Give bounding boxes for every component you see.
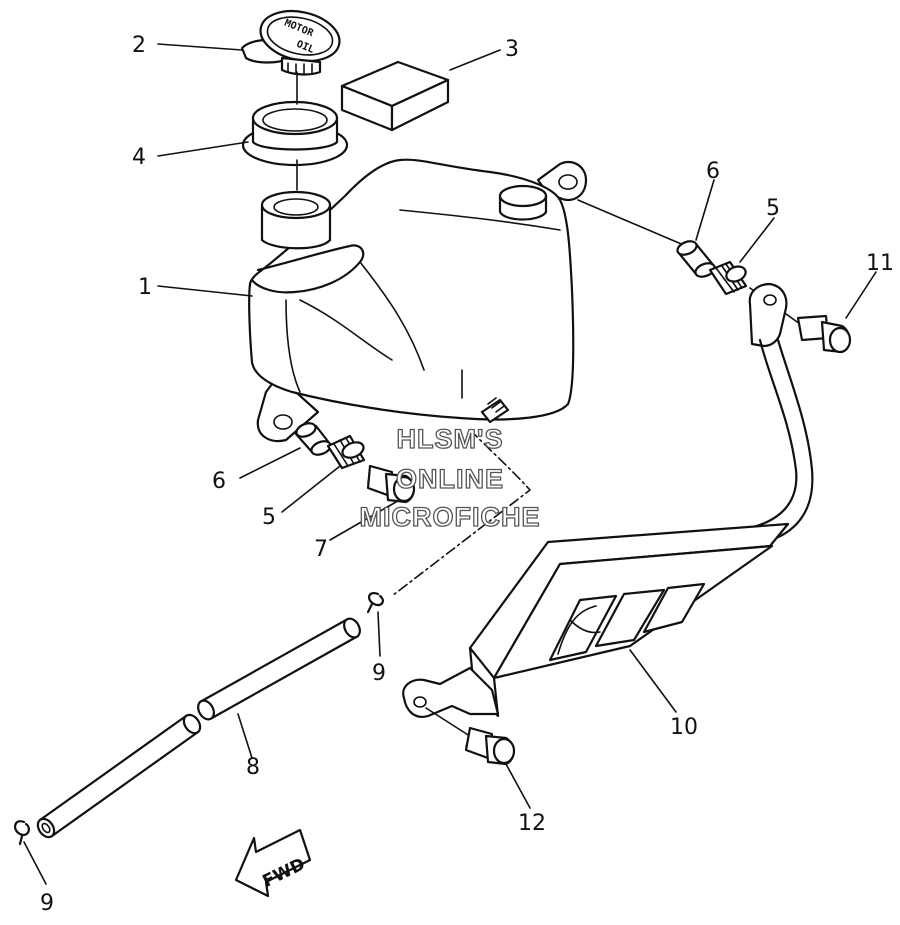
watermark-line-1: HLSM'S bbox=[397, 424, 504, 454]
grommet-right bbox=[708, 260, 748, 296]
callout-11: 11 bbox=[866, 251, 894, 276]
collar-left bbox=[294, 422, 332, 456]
bolt-right-top bbox=[796, 314, 852, 354]
mounting-bracket bbox=[402, 282, 814, 718]
bolt-left-tank bbox=[366, 464, 416, 504]
watermark-line-2: ONLINE bbox=[396, 464, 504, 494]
callout-8: 8 bbox=[246, 755, 260, 780]
callout-9-lower: 9 bbox=[40, 891, 54, 916]
hose-clip-lower bbox=[14, 820, 30, 846]
watermark-line-3: MICROFICHE bbox=[360, 502, 541, 532]
oil-tank-cap: MOTOR OIL bbox=[240, 9, 341, 76]
forward-direction-arrow: FWD bbox=[234, 828, 312, 898]
oil-delivery-hose bbox=[36, 617, 361, 839]
callout-9-upper: 9 bbox=[372, 661, 386, 686]
callout-6-right: 6 bbox=[706, 159, 720, 184]
pad-block bbox=[340, 60, 450, 132]
callout-3: 3 bbox=[505, 37, 519, 62]
bolt-bracket-foot bbox=[464, 726, 516, 766]
callout-5-right: 5 bbox=[766, 196, 780, 221]
assembly-line-hose bbox=[391, 429, 531, 597]
callout-5-left: 5 bbox=[262, 505, 276, 530]
callout-4: 4 bbox=[132, 145, 146, 170]
callout-numbers: 2 3 4 1 6 5 11 6 5 7 9 8 10 12 9 bbox=[40, 33, 894, 916]
hose-clip-upper bbox=[366, 592, 384, 614]
leader-lines bbox=[23, 43, 877, 885]
assembly-line-rear-tab bbox=[577, 199, 687, 247]
callout-12: 12 bbox=[518, 811, 546, 836]
watermark: HLSM'S ONLINE MICROFICHE bbox=[359, 423, 541, 532]
grommet-left bbox=[326, 434, 366, 470]
oil-tank bbox=[248, 158, 588, 443]
assembly-line-bracket-foot bbox=[425, 707, 477, 741]
filler-grommet bbox=[241, 100, 349, 167]
collar-right bbox=[676, 240, 716, 278]
callout-6-left: 6 bbox=[212, 469, 226, 494]
callout-2: 2 bbox=[132, 33, 146, 58]
callout-1: 1 bbox=[138, 275, 152, 300]
callout-7: 7 bbox=[314, 537, 328, 562]
callout-10: 10 bbox=[670, 715, 698, 740]
